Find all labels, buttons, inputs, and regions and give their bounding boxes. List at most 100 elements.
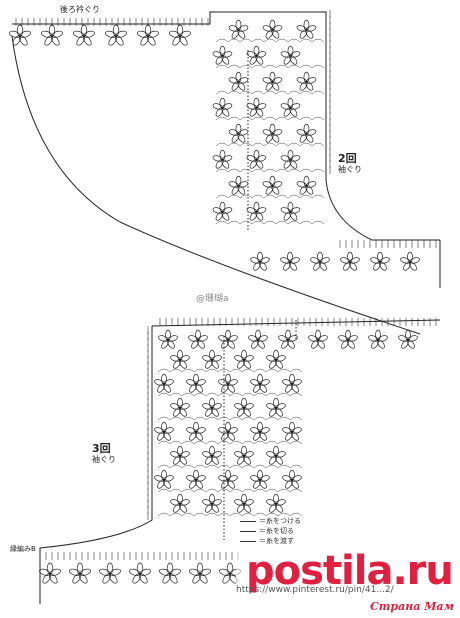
chain-arc — [263, 64, 277, 69]
legend-line-icon — [240, 540, 256, 542]
flower-motif — [246, 45, 267, 65]
flower-motif — [170, 493, 190, 513]
flower-motif — [159, 562, 181, 584]
chain-arc — [265, 512, 279, 517]
chain-arc — [299, 116, 313, 121]
flower-motif — [282, 421, 302, 441]
flower-motif — [39, 562, 61, 584]
chain-arc — [265, 440, 279, 445]
chain-arc — [277, 440, 291, 445]
chain-arc — [239, 38, 253, 43]
chain-arc — [205, 464, 219, 469]
flower-motif — [400, 251, 420, 271]
chain-arc — [239, 116, 253, 121]
flower-motif — [202, 349, 222, 369]
chain-arc — [253, 392, 267, 397]
chain-arc — [289, 512, 303, 517]
armhole-label-2-sub: 袖ぐり — [338, 165, 362, 174]
chain-arc — [217, 416, 231, 421]
chain-arc — [229, 368, 243, 373]
flower-motif — [262, 71, 283, 91]
flower-motif — [9, 24, 31, 46]
chain-arc — [215, 168, 229, 173]
flower-motif — [278, 329, 298, 349]
chain-arc — [193, 392, 207, 397]
chain-arc — [157, 440, 171, 445]
flower-motif — [246, 97, 267, 117]
chain-arc — [311, 142, 325, 147]
chain-arc — [311, 64, 325, 69]
chain-arc — [287, 64, 301, 69]
chain-arc — [157, 368, 171, 373]
flower-motif — [266, 397, 286, 417]
chain-arc — [239, 220, 253, 225]
chain-arc — [241, 512, 255, 517]
flower-motif — [169, 24, 191, 46]
chain-arc — [229, 392, 243, 397]
flower-motif — [280, 45, 301, 65]
flower-motif — [218, 373, 238, 393]
chain-arc — [205, 416, 219, 421]
chain-arc — [251, 142, 265, 147]
legend-line-icon — [240, 520, 256, 522]
chain-arc — [217, 488, 231, 493]
chain-arc — [289, 488, 303, 493]
flower-motif — [368, 329, 388, 349]
flower-motif — [266, 445, 286, 465]
chain-arc — [253, 512, 267, 517]
chain-arc — [241, 464, 255, 469]
flower-motif — [250, 469, 270, 489]
chain-arc — [229, 440, 243, 445]
chain-arc — [277, 488, 291, 493]
flower-motif — [158, 329, 178, 349]
chain-arc — [217, 440, 231, 445]
chain-arc — [227, 142, 241, 147]
chain-arc — [253, 488, 267, 493]
flower-motif — [202, 445, 222, 465]
chain-arc — [263, 116, 277, 121]
chain-arc — [275, 116, 289, 121]
chain-arc — [181, 416, 195, 421]
flower-motif — [202, 397, 222, 417]
chain-arc — [287, 194, 301, 199]
flower-motif — [398, 329, 418, 349]
chain-arc — [265, 464, 279, 469]
chain-arc — [227, 194, 241, 199]
chain-arc — [241, 416, 255, 421]
chain-arc — [227, 38, 241, 43]
weibo-mark: @珊瑚a — [196, 294, 229, 304]
flower-motif — [170, 349, 190, 369]
chain-arc — [239, 168, 253, 173]
chain-arc — [193, 440, 207, 445]
lower-piece-outline — [39, 319, 441, 604]
chain-arc — [275, 64, 289, 69]
chain-arc — [311, 90, 325, 95]
chain-arc — [253, 368, 267, 373]
chain-arc — [229, 488, 243, 493]
flower-motif — [218, 469, 238, 489]
chain-arc — [289, 368, 303, 373]
chain-arc — [227, 90, 241, 95]
flower-motif — [129, 562, 151, 584]
watermark-backdrop — [236, 546, 446, 610]
flower-motif — [296, 19, 317, 39]
chain-arc — [251, 168, 265, 173]
flower-motif — [308, 329, 328, 349]
chain-arc — [275, 168, 289, 173]
chain-arc — [263, 90, 277, 95]
chain-arc — [253, 440, 267, 445]
flower-motif — [250, 373, 270, 393]
chain-arc — [265, 416, 279, 421]
chain-arc — [169, 392, 183, 397]
chain-arc — [193, 416, 207, 421]
chain-arc — [287, 168, 301, 173]
chain-arc — [215, 64, 229, 69]
flower-motif — [280, 251, 300, 271]
flower-motif — [186, 373, 206, 393]
flower-motif — [212, 97, 233, 117]
chain-arc — [277, 368, 291, 373]
chain-arc — [299, 90, 313, 95]
chain-arc — [229, 416, 243, 421]
flower-motif — [310, 251, 330, 271]
chain-arc — [205, 368, 219, 373]
